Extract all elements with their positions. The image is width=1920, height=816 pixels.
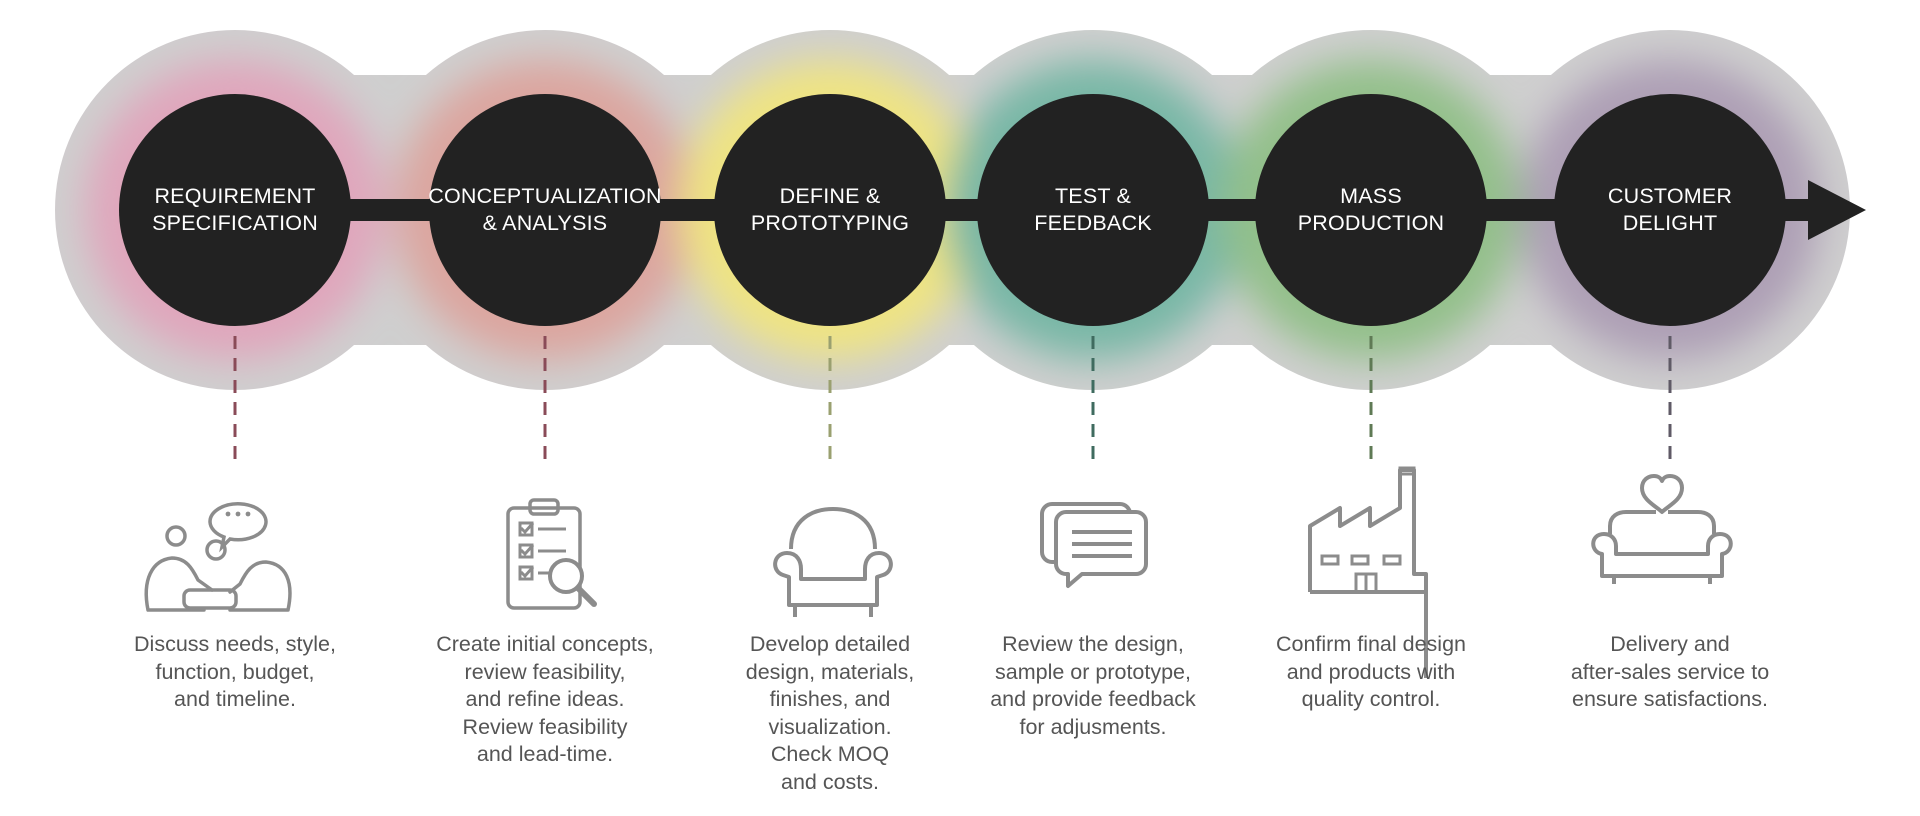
stage-description-line: and provide feedback [990,687,1196,711]
stage-node: MASS PRODUCTION [1255,94,1487,326]
stage-title-line: SPECIFICATION [152,211,318,235]
stage-circle [1554,94,1786,326]
stage-description-line: Review the design, [1002,632,1184,656]
stage-title-line: & ANALYSIS [483,211,608,235]
stage-description-line: review feasibility, [464,659,626,684]
stage-title-line: PRODUCTION [1298,211,1445,235]
stage-icons [144,466,1733,678]
stage-description-line: function, budget, [155,659,315,684]
stage-title-line: CONCEPTUALIZATION [428,184,662,208]
consultation-icon [144,502,292,612]
stage-description-line: Delivery and [1610,632,1730,656]
stage-node: CUSTOMER DELIGHT [1554,94,1786,326]
stage-circle [1255,94,1487,326]
stage-description-line: design, materials, [745,659,915,684]
stage-description-line: sample or prototype, [995,659,1191,684]
stage-title-line: DEFINE & [780,184,881,208]
stage-description: Discuss needs, style, function, budget, an… [95,631,375,714]
sofa-heart-icon [1591,474,1733,584]
stage-description-line: and timeline. [174,687,296,711]
stage-node: REQUIREMENT SPECIFICATION [119,94,351,326]
stage-description-line: and costs. [781,769,879,794]
stage-node: CONCEPTUALIZATION & ANALYSIS [428,94,662,326]
stage-circle [119,94,351,326]
stage-node: DEFINE & PROTOTYPING [714,94,946,326]
stage-description-line: and refine ideas. [465,687,625,711]
stage-description: Create initial concepts, review feasibili… [405,631,685,769]
stage-description: Delivery and after-sales service to ensure… [1530,631,1810,714]
stage-description-line: ensure satisfactions. [1572,687,1768,711]
stage-discs: REQUIREMENT SPECIFICATION CONCEPTUALIZATIO… [119,94,1786,326]
stage-description: Develop detailed design, materials, finish… [690,631,970,796]
stage-description-line: Develop detailed [749,632,911,656]
clipboard-checklist-icon [506,498,597,610]
stage-description-line: after-sales service to [1570,659,1770,684]
stage-description-line: finishes, and [769,687,891,711]
stage-title-line: TEST & [1055,184,1131,208]
stage-title-line: REQUIREMENT [154,184,315,208]
stage-title-line: PROTOTYPING [751,211,909,235]
stage-node: TEST & FEEDBACK [977,94,1209,326]
stage-circle [977,94,1209,326]
armchair-icon [773,506,893,617]
stage-description-line: Check MOQ [770,742,890,766]
factory-icon [1308,466,1428,678]
stage-description-line: for adjusments. [1019,714,1167,739]
stage-description-line: Confirm final design [1275,632,1466,656]
stage-description-line: visualization. [768,714,892,739]
stage-description-line: and products with [1286,659,1456,684]
stage-title-line: MASS [1340,184,1402,208]
stage-circle [714,94,946,326]
stage-description-line: quality control. [1301,687,1441,711]
stage-description-line: Create initial concepts, [436,632,654,656]
stage-description-line: Review feasibility [462,714,628,739]
stage-title-line: FEEDBACK [1034,211,1152,235]
stage-title-line: CUSTOMER [1608,184,1732,208]
stage-description: Review the design, sample or prototype, an… [953,631,1233,741]
stage-circle [429,94,661,326]
stage-description-line: Discuss needs, style, [134,632,336,656]
stage-title-line: DELIGHT [1623,211,1718,235]
chat-bubbles-icon [1040,502,1148,588]
stage-description-line: and lead-time. [476,742,614,766]
stage-description: Confirm final design and products with qua… [1231,631,1511,714]
